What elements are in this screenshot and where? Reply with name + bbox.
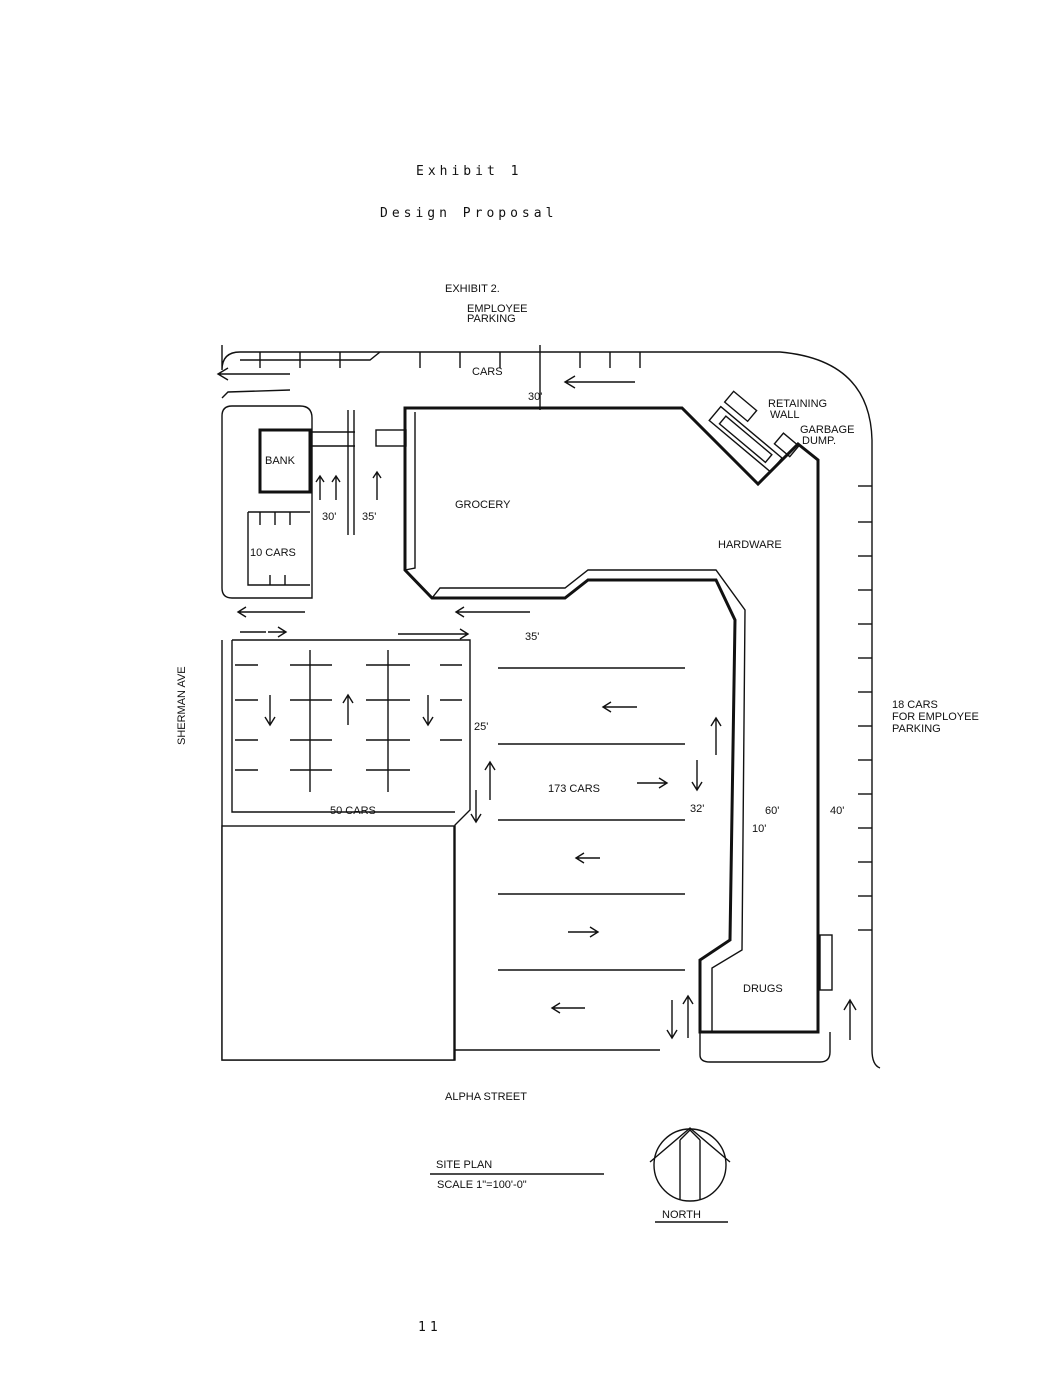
north-arrow-right [843, 998, 857, 1040]
page-number: 11 [418, 1320, 442, 1335]
sherman-ave-label: SHERMAN AVE [176, 666, 188, 745]
bank-label: BANK [265, 455, 296, 467]
dim-25: 25' [474, 721, 488, 733]
scale-label: SCALE 1"=100'-0" [437, 1179, 527, 1191]
dim-35a: 35' [362, 511, 376, 523]
retaining-wall-label-1: RETAINING [768, 398, 827, 410]
dim-30: 30' [322, 511, 336, 523]
retaining-wall-label-2: WALL [770, 409, 800, 421]
store-building: GROCERY HARDWARE DRUGS RETAINING WALL GA… [375, 390, 854, 1063]
top-road: CARS 30' [216, 345, 881, 1069]
north-label: NORTH [662, 1209, 701, 1221]
garbage-dump-label-2: DUMP. [802, 435, 836, 447]
dim-10: 10' [752, 823, 766, 835]
employee-note-3: PARKING [892, 723, 941, 735]
dim-35b: 35' [525, 631, 539, 643]
design-proposal-subtitle: Design Proposal [380, 206, 558, 221]
employee-parking-label-1: EMPLOYEE [467, 303, 528, 315]
site-plan-title: SITE PLAN [436, 1159, 492, 1171]
drugs-label: DRUGS [743, 983, 783, 995]
cars-173-label: 173 CARS [548, 783, 600, 795]
top-dimension: 30' [528, 391, 542, 403]
employee-parking-stalls [858, 485, 872, 931]
hardware-label: HARDWARE [718, 539, 782, 551]
employee-note-1: 18 CARS [892, 699, 938, 711]
garbage-dump-label-1: GARBAGE [800, 424, 854, 436]
bank-cars-label: 10 CARS [250, 547, 296, 559]
grocery-label: GROCERY [455, 499, 511, 511]
dim-32: 32' [690, 803, 704, 815]
employee-note-2: FOR EMPLOYEE [892, 711, 979, 723]
employee-parking-label-2: PARKING [467, 313, 516, 325]
dim-60: 60' [765, 805, 779, 817]
alpha-street-label: ALPHA STREET [445, 1091, 527, 1103]
cars-50-label: 50 CARS [330, 805, 376, 817]
dim-40: 40' [830, 805, 844, 817]
north-arrow-icon [649, 1127, 731, 1202]
main-parking-lot: 173 CARS 50 CARS 35' 25' 32' 60' 10' 40' [221, 606, 844, 1061]
exhibit-2-title: EXHIBIT 2. [445, 283, 500, 295]
top-cars-label: CARS [472, 366, 503, 378]
bank-block: BANK 10 CARS 30' 35' [221, 405, 382, 618]
exhibit-1-heading: Exhibit 1 [416, 164, 523, 179]
